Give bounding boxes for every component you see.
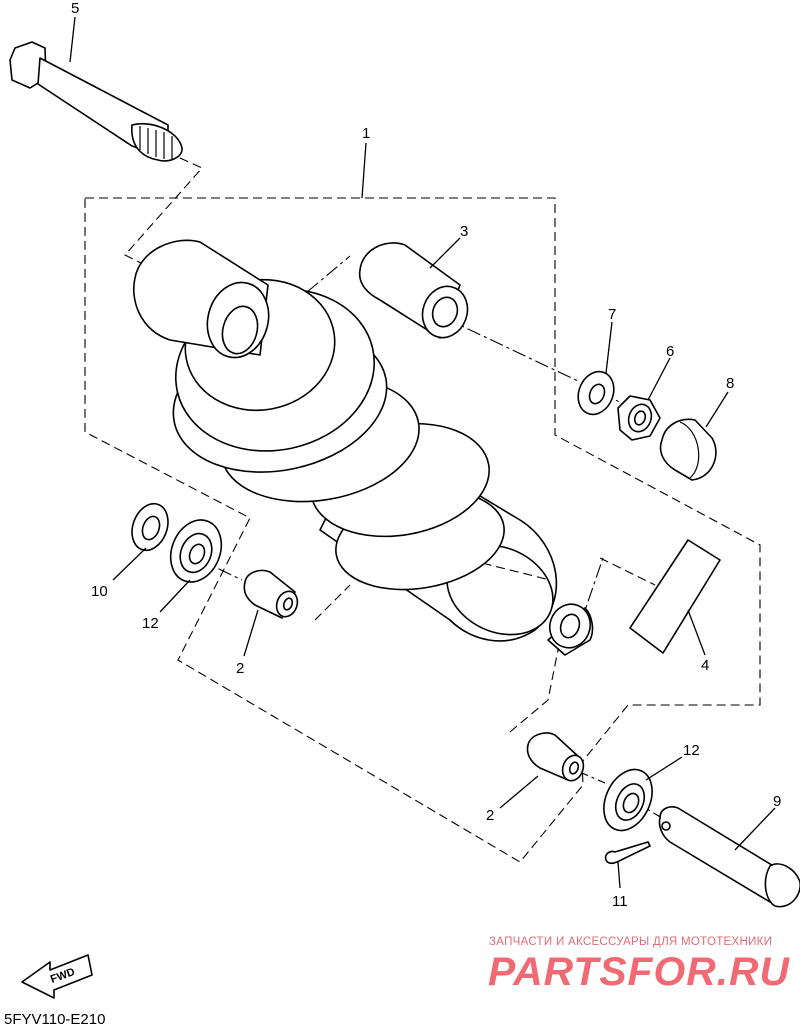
centerline-top-eye <box>249 255 351 341</box>
callout-4: 4 <box>701 657 709 674</box>
callout-7: 7 <box>608 306 616 323</box>
seal-part-12-right <box>603 768 653 832</box>
callout-leaders <box>69 16 776 889</box>
callout-2-right: 2 <box>486 807 494 824</box>
callout-10: 10 <box>91 583 108 600</box>
collar-part-2-left <box>243 569 299 619</box>
callout-2-left: 2 <box>236 660 244 677</box>
shock-absorber-part-1 <box>133 239 594 656</box>
callout-6: 6 <box>666 343 674 360</box>
bolt-part-5 <box>9 41 183 162</box>
dash-lower-link <box>509 639 561 733</box>
watermark-logo: PARTSFOR.RU <box>488 950 790 994</box>
diagram-code: 5FYV110-E210 <box>4 1011 105 1028</box>
callout-12-right: 12 <box>683 742 700 759</box>
callout-11: 11 <box>612 893 628 910</box>
plate-part-4 <box>629 539 721 654</box>
cap-part-8 <box>659 418 717 481</box>
watermark-tagline: ЗАПЧАСТИ И АКСЕССУАРЫ ДЛЯ МОТОТЕХНИКИ <box>489 936 772 948</box>
washer-part-7 <box>577 370 615 416</box>
collar-part-2-right <box>526 732 585 782</box>
bolt-part-9 <box>658 806 800 908</box>
nut-part-6 <box>617 395 661 441</box>
callout-5: 5 <box>71 0 79 17</box>
seal-part-12-left <box>169 519 223 583</box>
washer-part-10 <box>131 502 169 552</box>
dash-plate-link <box>599 557 656 586</box>
callout-1: 1 <box>362 125 370 142</box>
dash-bottom-eye-link <box>314 584 351 621</box>
callout-8: 8 <box>726 375 734 392</box>
bushing-part-3 <box>358 242 469 339</box>
centerline-bushing-to-nut <box>444 317 581 383</box>
fwd-arrow-icon: FWD <box>21 954 93 999</box>
callout-3: 3 <box>460 223 468 240</box>
callout-9: 9 <box>773 793 781 810</box>
cotter-pin-part-11 <box>604 841 651 865</box>
callout-12-left: 12 <box>142 615 159 632</box>
